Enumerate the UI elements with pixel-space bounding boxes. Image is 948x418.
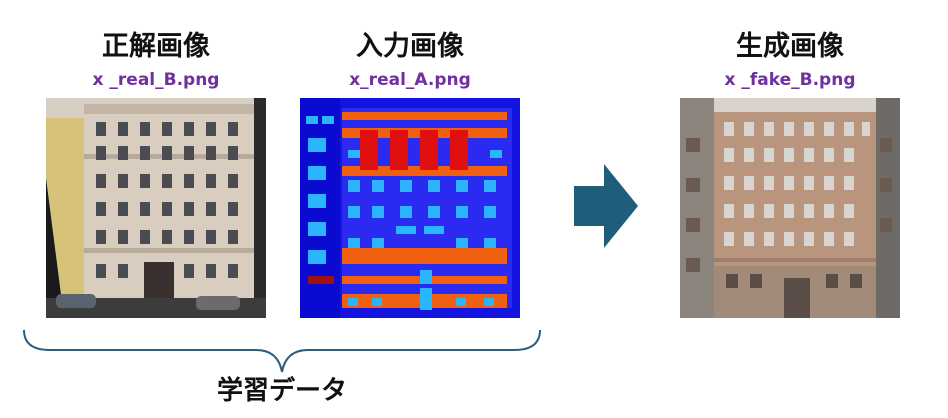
ground-truth-image (46, 98, 266, 318)
generated-filename: x _fake_B.png (724, 70, 856, 90)
ground-truth-filename: x _real_B.png (92, 70, 220, 90)
ground-truth-title: 正解画像 (102, 31, 210, 62)
generated-image (680, 98, 900, 318)
input-filename: x_real_A.png (349, 70, 471, 90)
training-data-label: 学習データ (216, 376, 347, 406)
generated-title: 生成画像 (736, 31, 844, 62)
curly-brace (20, 328, 544, 374)
input-title: 入力画像 (356, 31, 464, 62)
input-label-image (300, 98, 520, 318)
right-arrow-icon (574, 164, 638, 248)
